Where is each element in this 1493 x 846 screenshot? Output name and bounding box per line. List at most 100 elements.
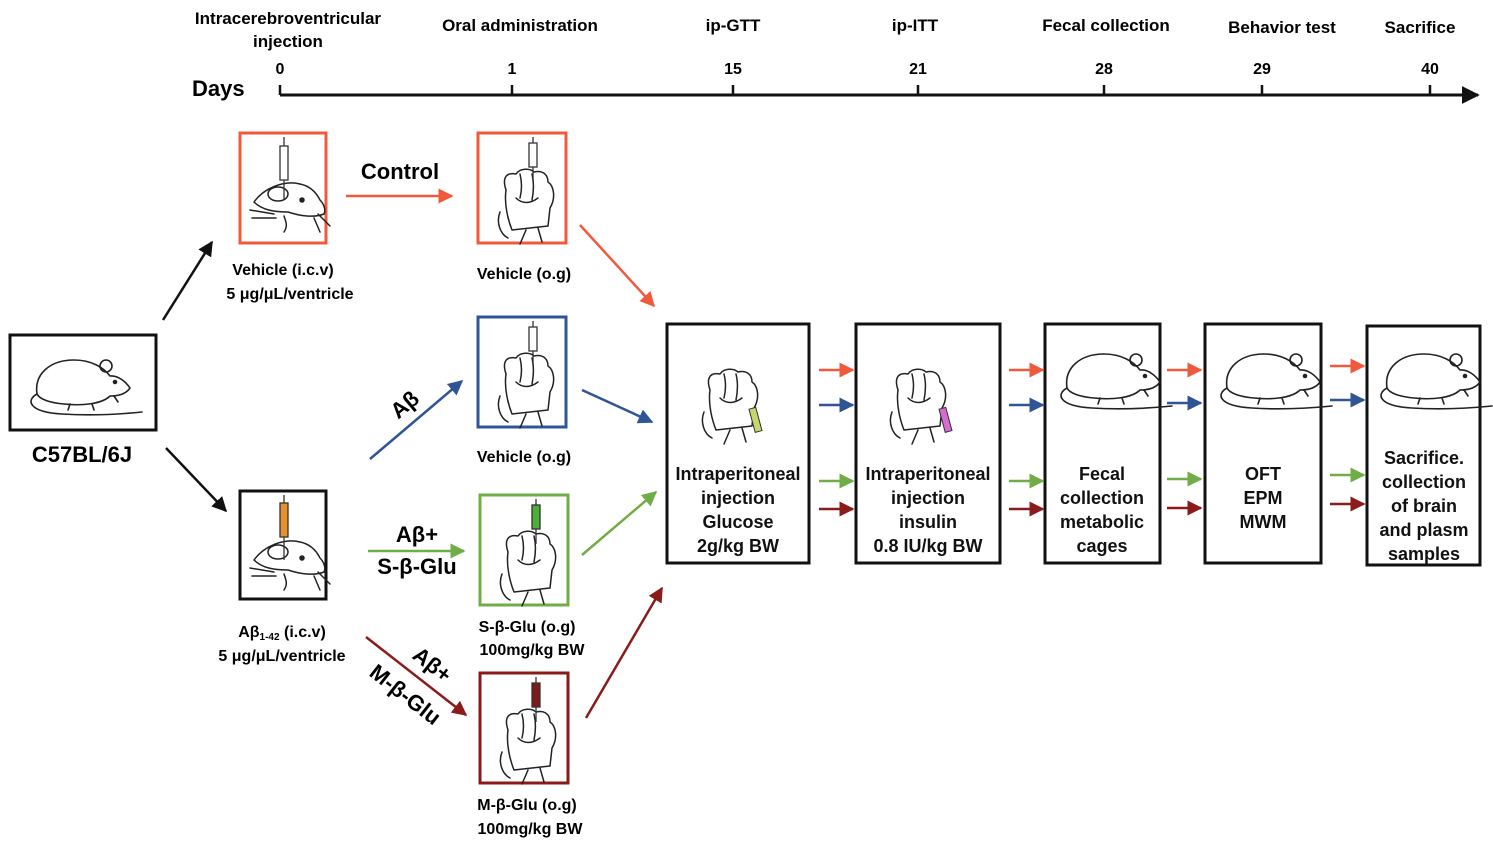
stage-itt xyxy=(854,322,1002,565)
stage-text: MWM xyxy=(1240,512,1287,532)
stage-sacrifice-box xyxy=(1365,324,1482,567)
mouse-icon xyxy=(1380,353,1493,410)
m-glu-to-gtt-arrow xyxy=(584,586,664,719)
abeta-arrow xyxy=(369,380,464,460)
mouse-head-icon xyxy=(249,182,331,233)
stage-fecal-box xyxy=(1043,322,1162,565)
stage-text: Fecal xyxy=(1079,464,1125,484)
days-label: Days xyxy=(192,76,245,101)
s-glu-to-gtt-arrow xyxy=(581,491,658,556)
syringe-icon xyxy=(528,137,538,182)
oral-s-glu-box xyxy=(478,493,570,607)
stage-itt-box xyxy=(854,322,1002,565)
c57-mouse-group: C57BL/6J xyxy=(8,333,158,467)
oral-m-glu-group: M-β-Glu (o.g) 100mg/kg BW xyxy=(477,671,584,838)
stage-text: metabolic xyxy=(1060,512,1144,532)
oral-s-glu-group: S-β-Glu (o.g) 100mg/kg BW xyxy=(478,493,586,659)
icv-vehicle-box xyxy=(238,131,328,245)
strain-label: C57BL/6J xyxy=(32,442,132,467)
oral-abeta-label: Vehicle (o.g) xyxy=(477,449,571,466)
oral-m-glu-label: M-β-Glu (o.g) xyxy=(477,797,577,814)
mouse-icon xyxy=(1220,353,1333,410)
gavage-mouse-icon xyxy=(497,168,555,245)
stage-text: injection xyxy=(891,488,965,508)
stage-text: of brain xyxy=(1391,496,1457,516)
syringe-icon xyxy=(528,321,538,366)
control-to-gtt-arrow xyxy=(579,224,656,308)
s-glu-label-2: S-β-Glu xyxy=(377,554,456,579)
mouse-icon xyxy=(1060,353,1173,410)
stage-gtt xyxy=(665,322,811,565)
gavage-mouse-icon xyxy=(499,708,557,785)
stage-fecal xyxy=(1043,322,1173,565)
arrow-to-vehicle-icv xyxy=(161,240,214,321)
stage-text: Glucose xyxy=(702,512,773,532)
mouse-icon xyxy=(30,359,143,416)
stage-behavior xyxy=(1203,322,1333,565)
day-number: 28 xyxy=(1095,61,1113,78)
icv-vehicle-label: Vehicle (i.c.v) xyxy=(232,262,333,279)
day-number: 0 xyxy=(276,61,285,78)
phase-label: Intracerebroventricular xyxy=(195,9,382,28)
oral-m-glu-dose: 100mg/kg BW xyxy=(478,821,584,838)
oral-s-glu-label: S-β-Glu (o.g) xyxy=(479,619,576,636)
oral-control-box xyxy=(476,131,568,245)
oral-abeta-box xyxy=(476,315,568,429)
oral-abeta-group: Vehicle (o.g) xyxy=(476,315,571,466)
icv-abeta-label: Aβ1-42 (i.c.v) xyxy=(238,624,326,643)
icv-abeta-box xyxy=(238,489,328,601)
control-label: Control xyxy=(361,159,439,184)
m-glu-label-1: Aβ+ xyxy=(408,642,457,688)
phase-label: Sacrifice xyxy=(1385,18,1456,37)
stage-text: injection xyxy=(701,488,775,508)
abeta-to-gtt-arrow xyxy=(581,388,654,424)
c57-mouse-box xyxy=(8,333,158,432)
stage-behavior-box xyxy=(1203,322,1323,565)
icv-abeta-dose: 5 μg/μL/ventricle xyxy=(218,648,345,665)
oral-control-group: Vehicle (o.g) xyxy=(476,131,571,283)
arrow-to-abeta-icv xyxy=(165,447,228,513)
stage-text: EPM xyxy=(1243,488,1282,508)
icv-vehicle-dose: 5 μg/μL/ventricle xyxy=(226,286,353,303)
phase-label: Fecal collection xyxy=(1042,16,1170,35)
held-mouse-icon xyxy=(889,368,947,445)
oral-s-glu-dose: 100mg/kg BW xyxy=(480,642,586,659)
stage-text: insulin xyxy=(899,512,957,532)
stage-text: Intraperitoneal xyxy=(865,464,990,484)
oral-m-glu-box xyxy=(478,671,570,785)
syringe-icon xyxy=(279,495,289,560)
stage-text: OFT xyxy=(1245,464,1281,484)
s-glu-label-1: Aβ+ xyxy=(396,522,438,547)
stage-text: Intraperitoneal xyxy=(675,464,800,484)
mouse-head-icon xyxy=(249,540,331,591)
day-number: 21 xyxy=(909,61,927,78)
timeline: Days xyxy=(192,76,1480,104)
day-number: 1 xyxy=(508,61,517,78)
oral-control-label: Vehicle (o.g) xyxy=(477,266,571,283)
stage-text: 0.8 IU/kg BW xyxy=(873,536,982,556)
icv-vehicle-group: Vehicle (i.c.v) 5 μg/μL/ventricle xyxy=(226,131,354,303)
phase-label: Oral administration xyxy=(442,16,598,35)
phase-label-line2: injection xyxy=(253,32,323,51)
icv-abeta-group: Aβ1-42 (i.c.v) 5 μg/μL/ventricle xyxy=(218,489,346,665)
phase-label: ip-ITT xyxy=(892,16,939,35)
stage-sacrifice xyxy=(1365,324,1493,567)
stage-text: and plasm xyxy=(1379,520,1468,540)
day-number: 40 xyxy=(1421,61,1439,78)
gavage-mouse-icon xyxy=(499,530,557,607)
gavage-mouse-icon xyxy=(497,352,555,429)
syringe-icon xyxy=(748,406,763,433)
syringe-icon xyxy=(531,677,541,722)
syringe-icon xyxy=(938,406,953,433)
syringe-icon xyxy=(279,137,289,200)
stage-text: samples xyxy=(1388,544,1460,564)
day-number: 15 xyxy=(724,61,742,78)
stage-text: cages xyxy=(1076,536,1127,556)
phase-label: Behavior test xyxy=(1228,18,1336,37)
stage-text: 2g/kg BW xyxy=(697,536,779,556)
stage-gtt-box xyxy=(665,322,811,565)
held-mouse-icon xyxy=(701,368,759,445)
stage-text: Sacrifice. xyxy=(1384,448,1464,468)
m-glu-arrow xyxy=(365,636,468,716)
